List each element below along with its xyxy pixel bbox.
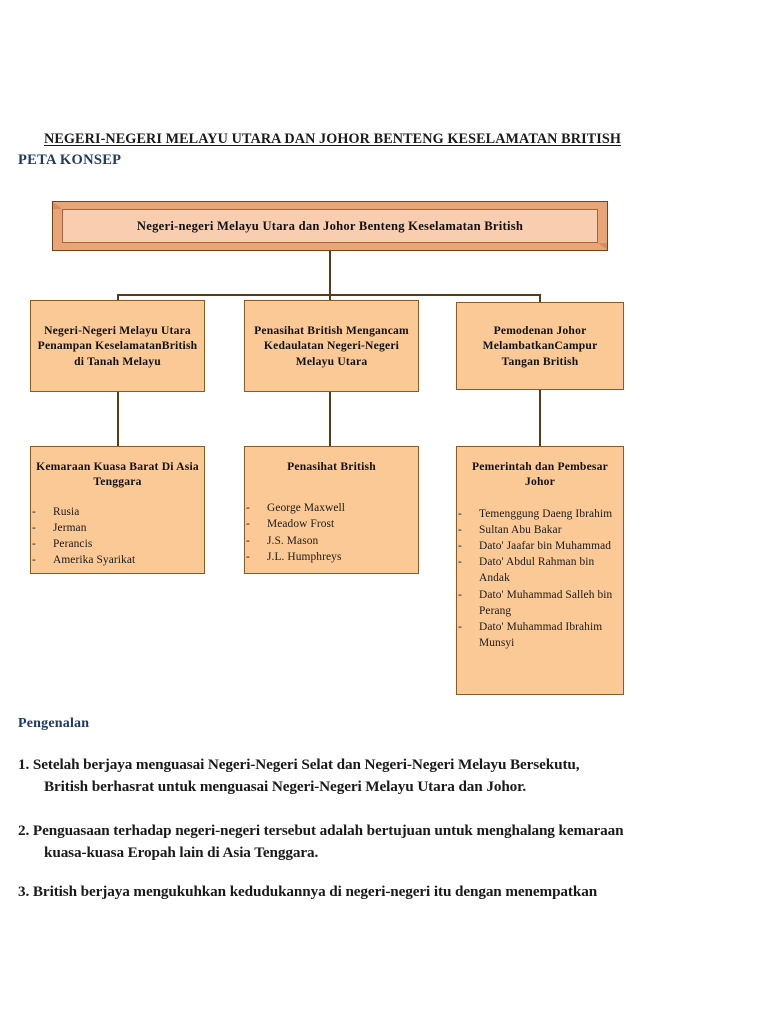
list-item-label: Temenggung Daeng Ibrahim	[479, 507, 613, 520]
dash-bullet-icon: -	[32, 521, 36, 534]
connector-root-vertical	[329, 251, 331, 295]
concept-node-level3-1-title: Kemaraan Kuasa Barat Di Asia Tenggara	[36, 460, 199, 489]
list-item: - Meadow Frost	[245, 516, 418, 532]
concept-node-level2-3: Pemodenan Johor MelambatkanCampur Tangan…	[456, 302, 624, 390]
dash-bullet-icon: -	[458, 539, 462, 552]
list-item: - Perancis	[31, 536, 204, 552]
intro-paragraph-1-number: 1.	[18, 756, 30, 773]
root-node-label: Negeri-negeri Melayu Utara dan Johor Ben…	[136, 218, 524, 233]
intro-paragraph-3-number: 3.	[18, 883, 30, 900]
list-item: - Temenggung Daeng Ibrahim	[457, 506, 623, 522]
dash-bullet-icon: -	[32, 554, 36, 567]
intro-paragraph-2-line1: Penguasaan terhadap negeri-negeri terseb…	[32, 822, 624, 839]
list-item-label: Perancis	[53, 537, 93, 550]
intro-paragraph-2-line2: kuasa-kuasa Eropah lain di Asia Tenggara…	[44, 843, 319, 861]
intro-heading: Pengenalan	[18, 716, 90, 731]
list-item-label: Dato' Muhammad Ibrahim Munsyi	[479, 620, 603, 650]
intro-paragraph-1: 1. Setelah berjaya menguasai Negeri-Nege…	[18, 754, 748, 797]
list-item-label: Rusia	[53, 505, 80, 518]
list-item-label: Sultan Abu Bakar	[479, 523, 562, 536]
concept-node-level2-3-label: Pemodenan Johor MelambatkanCampur Tangan…	[482, 324, 598, 368]
concept-node-level2-2-label: Penasihat British Mengancam Kedaulatan N…	[254, 324, 409, 368]
list-item-label: J.L. Humphreys	[267, 550, 342, 563]
intro-paragraph-1-line2: British berhasrat untuk menguasai Negeri…	[44, 777, 527, 795]
list-item: - Dato' Jaafar bin Muhammad	[457, 538, 623, 554]
concept-map-diagram: Negeri-negeri Melayu Utara dan Johor Ben…	[0, 190, 768, 710]
connector-child1-to-detail1	[117, 392, 119, 447]
dash-bullet-icon: -	[458, 523, 462, 536]
list-item-label: Meadow Frost	[267, 518, 335, 531]
list-item: - Dato' Abdul Rahman bin Andak	[457, 554, 623, 586]
bevel-corner-bottom-right	[598, 243, 607, 250]
intro-paragraph-3: 3. British berjaya mengukuhkan kedudukan…	[18, 881, 748, 903]
list-item: - Dato' Muhammad Ibrahim Munsyi	[457, 619, 623, 651]
connector-child3-to-detail3	[539, 390, 541, 447]
list-item-label: Dato' Jaafar bin Muhammad	[479, 539, 612, 552]
dash-bullet-icon: -	[458, 556, 462, 569]
concept-node-level3-3-list: - Temenggung Daeng Ibrahim - Sultan Abu Ba…	[457, 506, 623, 652]
concept-node-level3-2: Penasihat British - George Maxwell - Meado…	[244, 446, 419, 574]
list-item-label: J.S. Mason	[267, 534, 319, 547]
intro-paragraph-1-line1: Setelah berjaya menguasai Negeri-Negeri …	[32, 756, 580, 773]
concept-node-level3-1-list: - Rusia - Jerman - Perancis - Amerika Syarik…	[31, 504, 204, 569]
list-item-label: Dato' Muhammad Salleh bin Perang	[479, 588, 613, 617]
page-title: NEGERI-NEGERI MELAYU UTARA DAN JOHOR BEN…	[44, 131, 622, 147]
section-heading-peta-konsep: PETA KONSEP	[18, 152, 122, 168]
concept-node-level2-1: Negeri-Negeri Melayu Utara Penampan Kese…	[30, 300, 205, 392]
concept-node-level3-3: Pemerintah dan Pembesar Johor - Temenggun…	[456, 446, 624, 695]
concept-node-level3-2-title: Penasihat British	[287, 460, 376, 473]
dash-bullet-icon: -	[32, 505, 36, 518]
list-item-label: Jerman	[53, 521, 87, 534]
list-item: - J.L. Humphreys	[245, 549, 418, 565]
list-item: - George Maxwell	[245, 500, 418, 516]
dash-bullet-icon: -	[458, 620, 462, 633]
list-item: - Amerika Syarikat	[31, 552, 204, 568]
intro-paragraph-3-line1: British berjaya mengukuhkan kedudukannya…	[32, 883, 598, 900]
concept-node-level3-1: Kemaraan Kuasa Barat Di Asia Tenggara - R…	[30, 446, 205, 574]
dash-bullet-icon: -	[246, 502, 250, 515]
list-item: - Rusia	[31, 504, 204, 520]
dash-bullet-icon: -	[246, 550, 250, 563]
list-item-label: George Maxwell	[267, 502, 346, 515]
dash-bullet-icon: -	[32, 537, 36, 550]
list-item: - Sultan Abu Bakar	[457, 522, 623, 538]
intro-paragraph-2-number: 2.	[18, 822, 30, 839]
intro-paragraph-2: 2. Penguasaan terhadap negeri-negeri ter…	[18, 820, 748, 863]
list-item-label: Dato' Abdul Rahman bin Andak	[479, 556, 595, 585]
connector-child2-to-detail2	[329, 392, 331, 447]
list-item: - Jerman	[31, 520, 204, 536]
concept-node-level2-1-label: Negeri-Negeri Melayu Utara Penampan Kese…	[37, 324, 198, 368]
root-node-inner-panel: Negeri-negeri Melayu Utara dan Johor Ben…	[62, 209, 598, 243]
bevel-corner-top-left	[53, 202, 62, 209]
dash-bullet-icon: -	[246, 534, 250, 547]
concept-node-level2-2: Penasihat British Mengancam Kedaulatan N…	[244, 300, 419, 392]
concept-map-root-node: Negeri-negeri Melayu Utara dan Johor Ben…	[52, 201, 608, 251]
list-item: - Dato' Muhammad Salleh bin Perang	[457, 587, 623, 619]
dash-bullet-icon: -	[458, 588, 462, 601]
concept-node-level3-2-list: - George Maxwell - Meadow Frost - J.S. Maso…	[245, 500, 418, 565]
list-item-label: Amerika Syarikat	[53, 554, 136, 567]
list-item: - J.S. Mason	[245, 533, 418, 549]
dash-bullet-icon: -	[246, 518, 250, 531]
dash-bullet-icon: -	[458, 507, 462, 520]
concept-node-level3-3-title: Pemerintah dan Pembesar Johor	[472, 460, 608, 489]
